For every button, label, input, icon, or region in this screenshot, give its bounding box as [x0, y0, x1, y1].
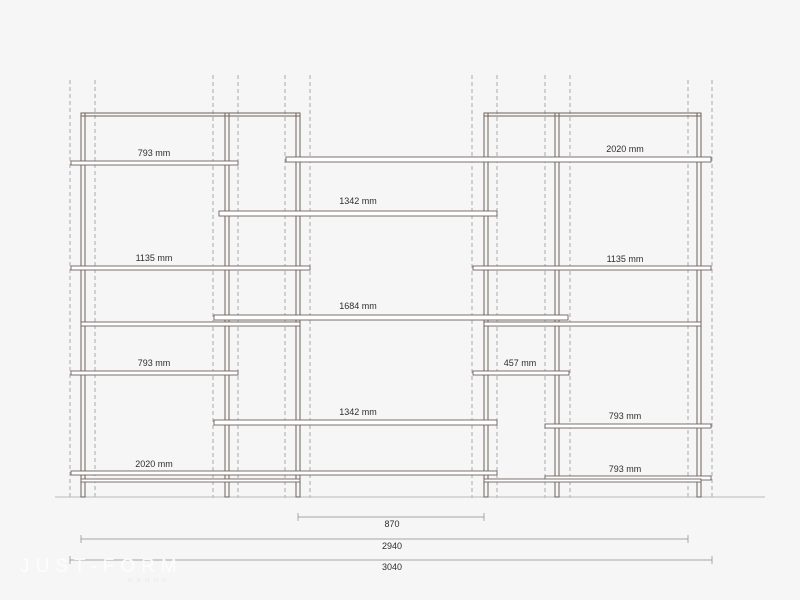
- shelf-label: 1684 mm: [339, 301, 377, 311]
- shelf: [70, 470, 498, 476]
- shelf: [80, 478, 301, 483]
- shelf-label: 793 mm: [138, 148, 171, 158]
- shelf-label: 793 mm: [138, 358, 171, 368]
- shelf-label: 793 mm: [609, 464, 642, 474]
- shelf-label: 1135 mm: [607, 254, 644, 264]
- shelf: [218, 210, 498, 217]
- shelf-labels: 793 mm 2020 mm 1342 mm 1135 mm 1135 mm 1…: [135, 144, 644, 474]
- shelf: [544, 423, 712, 429]
- shelf-label: 2020 mm: [135, 459, 173, 469]
- shelf: [213, 314, 569, 321]
- shelf: [483, 478, 702, 483]
- shelf-label: 2020 mm: [606, 144, 644, 154]
- shelf: [80, 321, 301, 327]
- shelf: [70, 265, 311, 271]
- frame: [80, 112, 702, 498]
- dimension-label: 3040: [382, 562, 402, 572]
- shelf-label: 457 mm: [504, 358, 537, 368]
- dimension-lines: [69, 513, 713, 564]
- dimension-label: 870: [384, 519, 399, 529]
- shelf-label: 793 mm: [609, 411, 642, 421]
- shelf: [472, 370, 570, 376]
- shelf: [472, 265, 712, 271]
- shelf-label: 1135 mm: [136, 253, 173, 263]
- guide-lines: [69, 75, 713, 498]
- shelf: [213, 419, 498, 426]
- shelf-label: 1342 mm: [339, 196, 377, 206]
- shelves: [70, 156, 712, 483]
- shelf-label: 1342 mm: [339, 407, 377, 417]
- shelf: [70, 370, 239, 376]
- logo-watermark: JUST-FORM: [20, 556, 183, 577]
- dimension-label: 2940: [382, 541, 402, 551]
- shelf: [483, 321, 702, 327]
- shelf: [70, 160, 239, 166]
- logo-watermark-sub: GROUP: [128, 578, 170, 584]
- shelf: [285, 156, 712, 163]
